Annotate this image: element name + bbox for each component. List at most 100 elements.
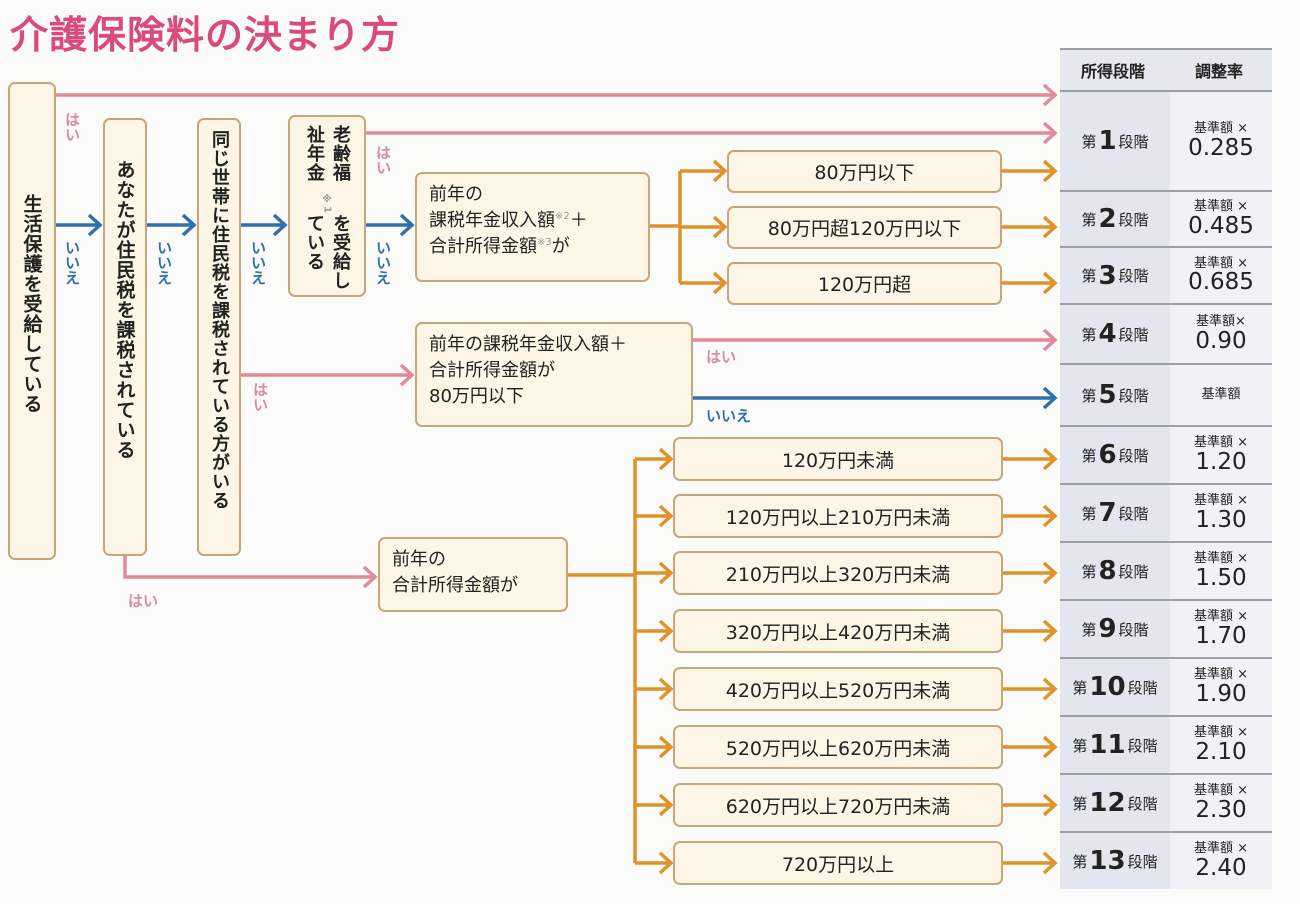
rate-prefix: 基準額 × (1193, 199, 1249, 215)
stage-number: 10 (1089, 672, 1126, 702)
rate-value: 0.285 (1188, 134, 1254, 161)
arrow-head (658, 447, 674, 471)
rate-value: 0.685 (1188, 269, 1254, 296)
range-box: 80万円超120万円以下 (727, 206, 1002, 249)
arrow-head (272, 213, 288, 237)
arrow-head (658, 504, 674, 528)
stage-suffix: 段階 (1118, 267, 1149, 285)
stage-suffix: 段階 (1127, 852, 1158, 871)
stage-suffix: 段階 (1118, 562, 1149, 581)
arrow-head (658, 793, 674, 817)
label-no: いいえ (374, 240, 392, 285)
stage-prefix: 第 (1081, 562, 1097, 581)
arrow-head (1042, 83, 1058, 107)
rate-value: 1.50 (1195, 564, 1247, 591)
rate-cell: 基準額 ×1.90 (1170, 659, 1272, 715)
range-box: 620万円以上720万円未満 (673, 783, 1003, 827)
note: ※3 (537, 237, 552, 249)
range-box: 720万円以上 (673, 841, 1003, 885)
rate-cell: 基準額 ×0.285 (1170, 92, 1272, 190)
rate-cell: 基準額 ×2.40 (1170, 833, 1272, 889)
arrow-head (399, 213, 415, 237)
stage-number: 13 (1089, 846, 1126, 876)
label-yes: はい (251, 382, 269, 412)
arrow-head (1042, 619, 1058, 643)
label-yes: はい (63, 112, 81, 142)
arrow-head (1042, 561, 1058, 585)
stage-suffix: 段階 (1127, 736, 1158, 755)
arrow-head (1042, 504, 1058, 528)
stage-prefix: 第 (1081, 267, 1097, 285)
arrow-head (362, 565, 378, 589)
range-box: 120万円未満 (673, 437, 1003, 481)
stage-suffix: 段階 (1127, 794, 1158, 813)
arrow-head (712, 215, 728, 239)
rate-cell: 基準額 ×1.50 (1170, 543, 1272, 599)
text: ＋ (569, 210, 588, 232)
rate-value: 0.90 (1195, 327, 1247, 354)
question-household-taxed: 同じ世帯に住民税を課税されている方がいる (197, 118, 241, 556)
rate-prefix: 基準額 × (1193, 783, 1249, 799)
stage-prefix: 第 (1072, 794, 1088, 813)
header-stage: 所得段階 (1080, 62, 1145, 81)
text-line: 合計所得金額が (429, 360, 555, 382)
stage-prefix: 第 (1081, 620, 1097, 639)
rate-value: 1.30 (1195, 506, 1247, 533)
arrow-head (658, 619, 674, 643)
label-yes: はい (128, 592, 159, 610)
rate-value: 2.10 (1195, 738, 1247, 765)
arrow-head (1042, 215, 1058, 239)
stage-number: 9 (1098, 614, 1117, 644)
range-box: 120万円超 (727, 262, 1002, 305)
rate-value: 2.30 (1195, 796, 1247, 823)
stage-number: 8 (1098, 556, 1117, 586)
question-income-taxed: 前年の 合計所得金額が (378, 537, 568, 612)
text-line: 前年の (429, 184, 483, 205)
stage-number: 3 (1098, 260, 1117, 291)
rate-cell: 基準額 ×1.20 (1170, 427, 1272, 483)
text-line: 合計所得金額※3が (429, 234, 636, 260)
stage-number: 2 (1098, 204, 1117, 234)
header-rate: 調整率 (1194, 62, 1243, 81)
stage-suffix: 段階 (1118, 325, 1149, 344)
rate-prefix: 基準額× (1196, 314, 1246, 330)
stage-prefix: 第 (1081, 325, 1097, 344)
text-line: 80万円以下 (429, 386, 524, 408)
rate-cell: 基準額 ×0.685 (1170, 248, 1272, 303)
stage-suffix: 段階 (1118, 210, 1149, 229)
arrow-head (1042, 851, 1058, 875)
stage-suffix: 段階 (1118, 386, 1149, 405)
rate-cell: 基準額 ×0.485 (1170, 192, 1272, 246)
rate-cell: 基準額 ×2.30 (1170, 775, 1272, 831)
stage-number: 4 (1098, 319, 1117, 349)
text: 合計所得金額 (429, 236, 537, 258)
text-line: 合計所得金額が (392, 575, 518, 597)
text: 課税年金収入額 (429, 210, 555, 232)
rate-prefix: 基準額 × (1193, 435, 1249, 451)
rate-value: 1.70 (1195, 622, 1247, 649)
arrow-head (181, 213, 197, 237)
label-no: いいえ (249, 240, 267, 285)
text: が (551, 236, 570, 258)
range-box: 520万円以上620万円未満 (673, 725, 1003, 769)
arrow-head (1042, 677, 1058, 701)
rate-prefix: 基準額 × (1193, 493, 1249, 509)
rate-prefix: 基準額 × (1193, 667, 1249, 683)
arrow-head (1042, 793, 1058, 817)
range-box: 420万円以上520万円未満 (673, 667, 1003, 711)
label-yes: はい (706, 348, 737, 366)
rate-prefix: 基準額 × (1193, 725, 1249, 741)
